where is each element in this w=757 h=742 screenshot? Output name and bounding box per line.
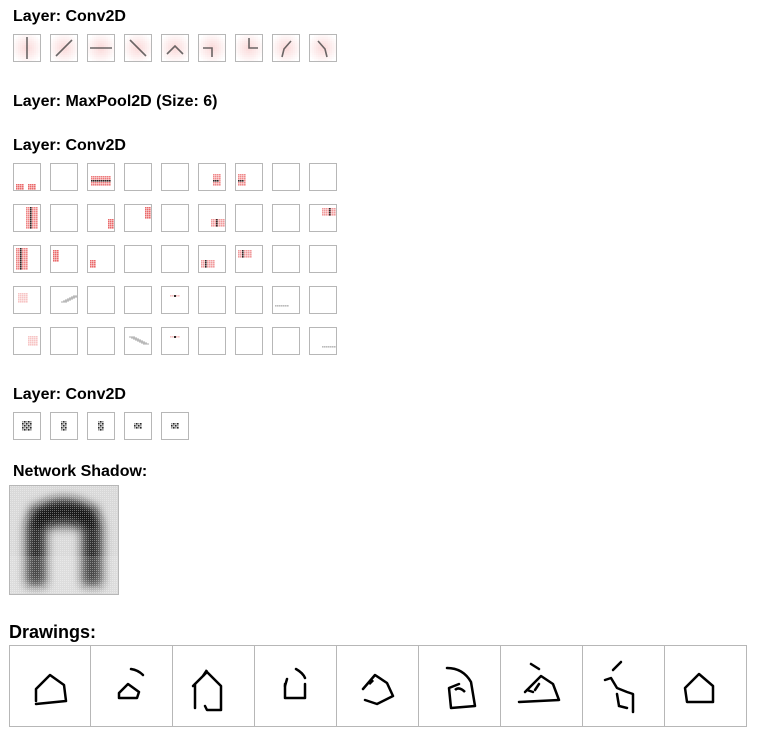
conv2-filter-5-8 (272, 327, 300, 355)
conv2-filter-grid (13, 163, 337, 368)
conv2-filter-2-6 (198, 204, 226, 232)
conv3-filter-5 (161, 412, 189, 440)
conv1-filter-6 (198, 34, 226, 62)
network-shadow-image (9, 485, 119, 595)
conv2-filter-1-8 (272, 163, 300, 191)
conv2-filter-2-3 (87, 204, 115, 232)
conv2-filter-2-7 (235, 204, 263, 232)
conv2-filter-3-4 (124, 245, 152, 273)
conv2-filter-1-3 (87, 163, 115, 191)
conv2-filter-4-9 (309, 286, 337, 314)
conv2-filter-1-7 (235, 163, 263, 191)
conv1-filter-4 (124, 34, 152, 62)
conv1-filter-7 (235, 34, 263, 62)
conv1-filter-3 (87, 34, 115, 62)
conv2-filter-3-6 (198, 245, 226, 273)
conv2-filter-1-2 (50, 163, 78, 191)
conv2-filter-3-1 (13, 245, 41, 273)
conv1-filter-5 (161, 34, 189, 62)
conv2-filter-1-6 (198, 163, 226, 191)
conv3-filter-4 (124, 412, 152, 440)
conv2-filter-3-5 (161, 245, 189, 273)
network-shadow-title: Network Shadow: (13, 463, 148, 480)
conv3-filter-1 (13, 412, 41, 440)
conv2-filter-4-7 (235, 286, 263, 314)
drawing-7[interactable] (501, 645, 583, 727)
conv1-filter-9 (309, 34, 337, 62)
conv2-row-5 (13, 327, 337, 355)
conv2-filter-4-2 (50, 286, 78, 314)
drawings-title: Drawings: (9, 622, 97, 642)
drawing-2[interactable] (91, 645, 173, 727)
conv3-filters (13, 412, 189, 440)
conv2-filter-5-7 (235, 327, 263, 355)
conv2-filter-1-9 (309, 163, 337, 191)
conv2-filter-5-1 (13, 327, 41, 355)
drawing-6[interactable] (419, 645, 501, 727)
conv2-filter-2-9 (309, 204, 337, 232)
conv2-filter-1-4 (124, 163, 152, 191)
conv1-filter-2 (50, 34, 78, 62)
conv2-filter-1-5 (161, 163, 189, 191)
conv2-filter-1-1 (13, 163, 41, 191)
conv2-filter-2-8 (272, 204, 300, 232)
conv1-filter-8 (272, 34, 300, 62)
drawing-9[interactable] (665, 645, 747, 727)
drawings-row (9, 645, 747, 727)
conv2-filter-5-3 (87, 327, 115, 355)
conv2-row-2 (13, 204, 337, 232)
conv2-filter-3-2 (50, 245, 78, 273)
conv2-filter-4-5 (161, 286, 189, 314)
drawing-8[interactable] (583, 645, 665, 727)
conv1-filters (13, 34, 337, 62)
conv2-filter-4-1 (13, 286, 41, 314)
conv2-filter-5-5 (161, 327, 189, 355)
conv2-filter-2-4 (124, 204, 152, 232)
drawing-3[interactable] (173, 645, 255, 727)
conv2-filter-3-3 (87, 245, 115, 273)
layer-title-conv2d-1: Layer: Conv2D (13, 8, 126, 25)
conv2-filter-4-3 (87, 286, 115, 314)
conv1-filter-1 (13, 34, 41, 62)
conv2-filter-2-1 (13, 204, 41, 232)
conv2-filter-5-9 (309, 327, 337, 355)
conv2-row-1 (13, 163, 337, 191)
conv3-filter-2 (50, 412, 78, 440)
layer-title-conv2d-2: Layer: Conv2D (13, 137, 126, 154)
conv2-filter-2-2 (50, 204, 78, 232)
conv2-filter-4-8 (272, 286, 300, 314)
conv2-filter-5-6 (198, 327, 226, 355)
conv2-filter-2-5 (161, 204, 189, 232)
layer-title-maxpool: Layer: MaxPool2D (Size: 6) (13, 93, 218, 110)
conv2-row-4 (13, 286, 337, 314)
conv2-filter-4-6 (198, 286, 226, 314)
conv2-filter-5-2 (50, 327, 78, 355)
drawing-5[interactable] (337, 645, 419, 727)
conv2-row-3 (13, 245, 337, 273)
conv2-filter-3-9 (309, 245, 337, 273)
conv2-filter-3-8 (272, 245, 300, 273)
conv2-filter-3-7 (235, 245, 263, 273)
conv2-filter-4-4 (124, 286, 152, 314)
drawing-4[interactable] (255, 645, 337, 727)
conv2-filter-5-4 (124, 327, 152, 355)
layer-title-conv2d-3: Layer: Conv2D (13, 386, 126, 403)
drawing-1[interactable] (9, 645, 91, 727)
conv3-filter-3 (87, 412, 115, 440)
